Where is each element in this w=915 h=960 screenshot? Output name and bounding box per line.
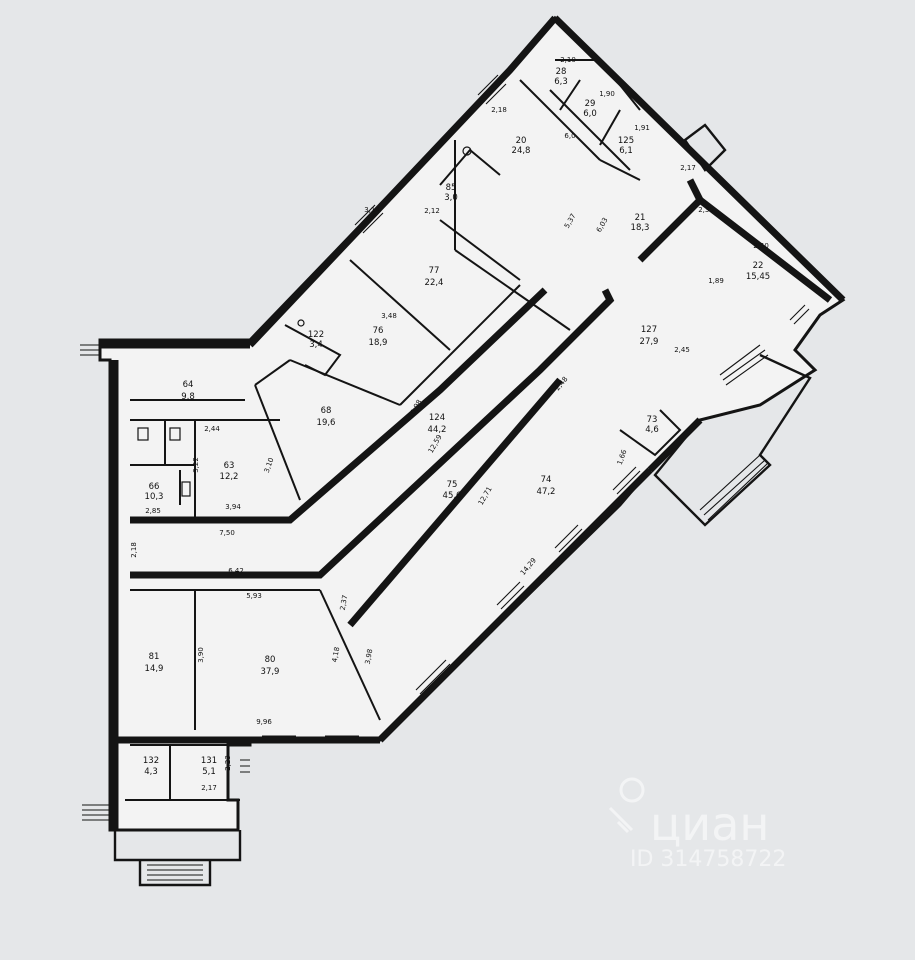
room-area: 45,6 (443, 491, 462, 501)
room-number: 77 (429, 266, 440, 276)
room-number: 29 (585, 99, 596, 109)
annex-right (653, 344, 812, 527)
room-area: 19,6 (317, 418, 336, 428)
room-number: 122 (308, 330, 324, 340)
dimension-label: 6,42 (228, 567, 244, 575)
room-number: 68 (321, 406, 332, 416)
room-number: 125 (618, 136, 634, 146)
dimension-label: 1,91 (634, 124, 650, 132)
room-number: 66 (149, 482, 160, 492)
dimension-label: 2,17 (201, 784, 217, 792)
room-number: 81 (149, 652, 160, 662)
dimension-label: 2,45 (674, 346, 690, 354)
dimension-label: 3,94 (225, 503, 241, 511)
structural-walls (100, 15, 846, 830)
room-number: 80 (265, 655, 276, 665)
building-outline (98, 15, 846, 832)
dimension-label: 2,12 (424, 207, 440, 215)
watermark-brand: циан (650, 797, 769, 851)
fixtures (137, 146, 472, 497)
room-number: 73 (647, 415, 658, 425)
room-number: 75 (447, 480, 458, 490)
room-number: 76 (373, 326, 384, 336)
room-area: 6,0 (583, 109, 597, 119)
dimension-label: 3,98 (364, 648, 375, 665)
dimension-label: 4,18 (331, 646, 342, 663)
dimension-labels: 2,10 1,90 1,91 2,18 6,0 5,37 6,03 3,14 2… (130, 56, 769, 792)
dimension-label: 3,90 (197, 647, 205, 663)
room-area: 14,9 (145, 664, 164, 674)
room-number: 63 (224, 461, 235, 471)
room-number: 124 (429, 413, 445, 423)
entry-block (80, 344, 250, 887)
room-number: 132 (143, 756, 159, 766)
dimension-label: 2,35 (698, 206, 714, 214)
dimension-label: 7,50 (219, 529, 235, 537)
annex-top (683, 123, 727, 172)
dimension-label: 2,10 (560, 56, 576, 64)
room-number: 21 (635, 213, 646, 223)
dimension-label: 1,90 (599, 90, 615, 98)
watermark: циан ID 314758722 (608, 777, 786, 872)
dimension-label: 9,96 (256, 718, 272, 726)
room-area: 37,9 (261, 667, 280, 677)
room-number: 20 (516, 136, 527, 146)
room-area: 18,3 (631, 223, 650, 233)
room-area: 10,3 (145, 492, 164, 502)
room-area: 9,8 (181, 392, 195, 402)
dimension-label: 3,14 (364, 206, 380, 214)
dimension-label: 2,44 (204, 425, 220, 433)
room-area: 6,3 (554, 77, 568, 87)
dimension-label: 6,0 (564, 132, 575, 140)
room-area: 18,9 (369, 338, 388, 348)
dimension-label: 2,50 (753, 242, 769, 250)
room-area: 3,0 (444, 193, 458, 203)
room-area: 44,2 (428, 425, 447, 435)
room-number: 64 (183, 380, 194, 390)
dimension-label: 1,89 (708, 277, 724, 285)
room-number: 22 (753, 261, 764, 271)
dimension-label: 2,85 (145, 507, 161, 515)
room-area: 24,8 (512, 146, 531, 156)
room-area: 12,2 (220, 472, 239, 482)
dimension-label: 3,48 (381, 312, 397, 320)
room-area: 6,1 (619, 146, 633, 156)
room-area: 5,1 (202, 767, 216, 777)
room-number: 131 (201, 756, 217, 766)
dimension-label: 5,93 (246, 592, 262, 600)
location-pin-icon (608, 777, 645, 834)
dimension-label: 2,17 (680, 164, 696, 172)
room-number: 85 (446, 183, 457, 193)
dimension-label: 2,37 (339, 594, 350, 611)
room-area: 4,3 (144, 767, 158, 777)
room-area: 27,9 (640, 337, 659, 347)
room-labels: 28 6,3 29 6,0 125 6,1 20 24,8 21 18,3 22… (143, 67, 770, 777)
room-area: 47,2 (537, 487, 556, 497)
partitions (125, 59, 682, 801)
room-area: 3,4 (309, 340, 323, 350)
room-area: 22,4 (425, 278, 444, 288)
room-area: 4,6 (645, 425, 659, 435)
dimension-label: 2,18 (491, 106, 507, 114)
room-area: 15,45 (746, 272, 770, 282)
windows (262, 74, 810, 742)
dimension-label: 2,23 (224, 755, 232, 771)
room-number: 28 (556, 67, 567, 77)
room-number: 74 (541, 475, 552, 485)
dimension-label: 2,18 (130, 542, 138, 558)
watermark-id: ID 314758722 (630, 847, 786, 872)
dimension-label: 3,22 (192, 457, 200, 473)
room-number: 127 (641, 325, 657, 335)
